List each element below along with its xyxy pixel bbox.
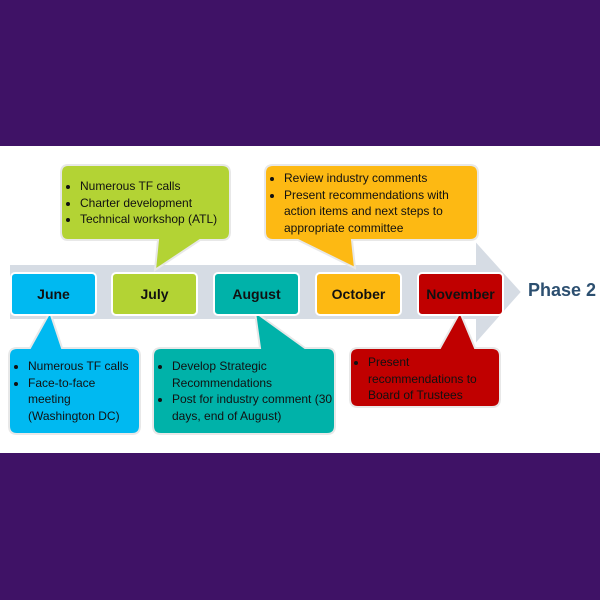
phase-label: Phase 2	[528, 280, 597, 300]
month-october: October	[315, 272, 402, 316]
october-callout	[264, 164, 479, 270]
november-callout	[349, 309, 501, 408]
note-item: Technical workshop (ATL)	[80, 211, 229, 228]
july-callout	[60, 164, 231, 273]
month-november: November	[417, 272, 504, 316]
month-june: June	[10, 272, 97, 316]
note-item: Numerous TF calls	[80, 178, 229, 195]
note-item: Develop Strategic Recommendations	[172, 358, 334, 391]
note-item: Present recommendations with action item…	[284, 187, 473, 237]
august-notes: Develop Strategic RecommendationsPost fo…	[156, 358, 334, 424]
october-notes: Review industry commentsPresent recommen…	[268, 170, 473, 236]
month-july: July	[111, 272, 198, 316]
note-item: Face-to-face meeting (Washington DC)	[28, 375, 137, 425]
note-item: Present recommendations to Board of Trus…	[368, 354, 492, 404]
june-notes: Numerous TF callsFace-to-face meeting (W…	[12, 358, 137, 424]
note-item: Charter development	[80, 195, 229, 212]
june-callout	[8, 309, 141, 435]
note-item: Review industry comments	[284, 170, 473, 187]
november-notes: Present recommendations to Board of Trus…	[352, 354, 492, 404]
july-notes: Numerous TF callsCharter developmentTech…	[64, 178, 229, 228]
month-august: August	[213, 272, 300, 316]
note-item: Post for industry comment (30 days, end …	[172, 391, 334, 424]
august-callout	[152, 309, 336, 435]
note-item: Numerous TF calls	[28, 358, 137, 375]
